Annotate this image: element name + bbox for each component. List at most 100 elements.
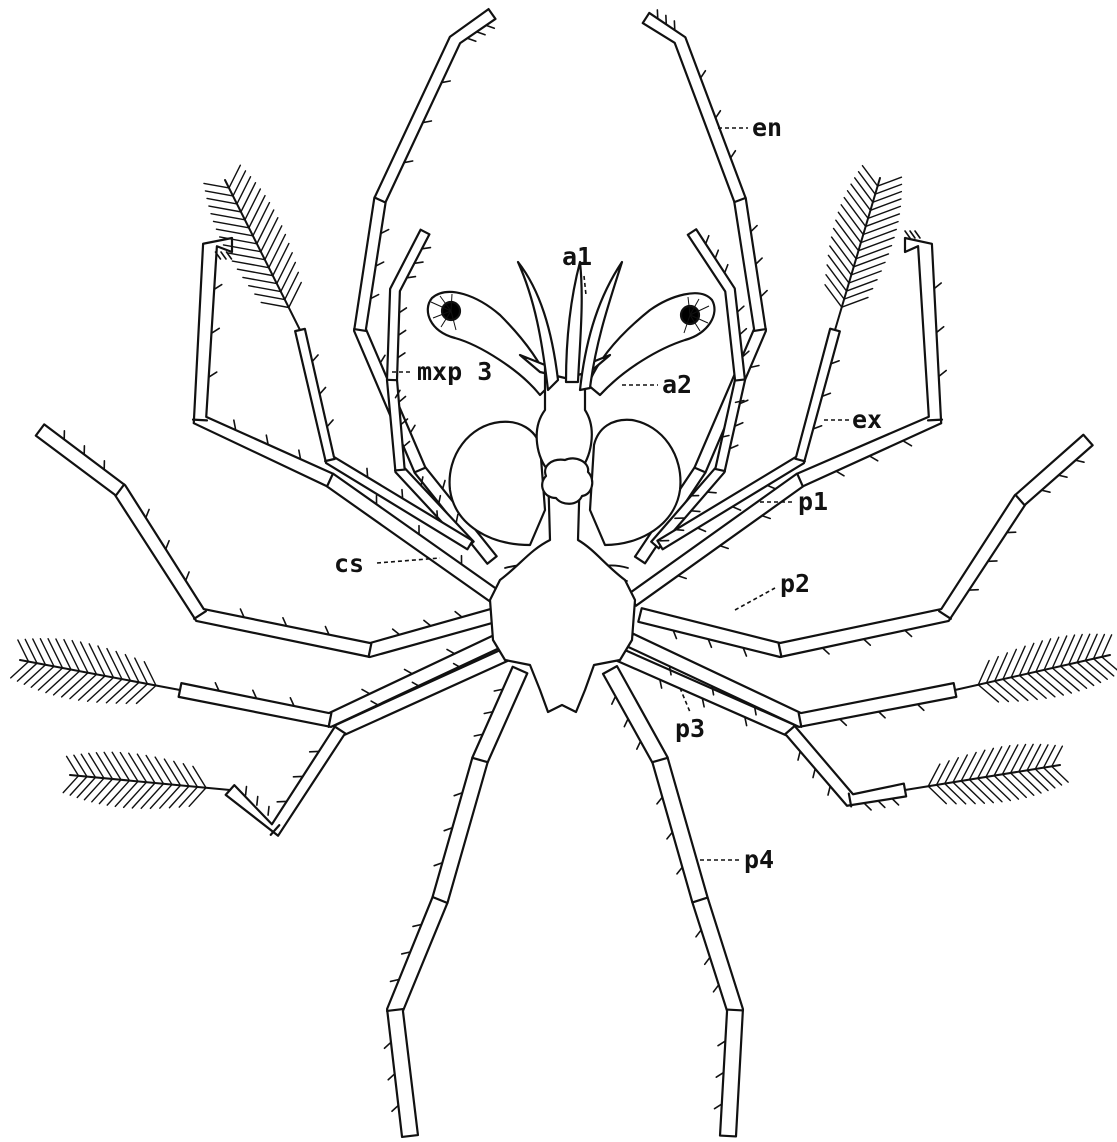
pereiopod2-right-spine (864, 639, 870, 645)
exopod-left-spine (402, 490, 403, 499)
lower-right-plume-seta (994, 746, 1010, 776)
p3-left-plume-seta (107, 649, 122, 680)
lower-right-plume-seta (978, 748, 994, 778)
exopod-left-plume-seta (273, 243, 289, 275)
mxp3-inner-left-joint-0 (395, 470, 405, 471)
pereiopod2-left-spine (186, 572, 189, 580)
pereiopod3-right-spine (840, 719, 846, 725)
p3-left-plume-seta (17, 663, 37, 681)
exopod-left-plume-seta (233, 171, 246, 196)
pereiopod4-right-spine (705, 957, 710, 964)
p3-left-plume-seta (89, 644, 105, 676)
lower-left-plume-seta (120, 753, 138, 782)
pereiopod1-right-spine (939, 370, 946, 375)
pereiopod1-right-spine (720, 546, 728, 549)
pereiopod2-left-spine (393, 629, 400, 634)
p3-left-plume-seta (125, 655, 139, 683)
pereiopod2-left-spine (146, 509, 149, 517)
label-a2: a2 (662, 370, 692, 399)
exopod-right-plume-seta (854, 254, 889, 267)
label-ex: ex (852, 405, 882, 434)
p3-left-plume-seta (46, 670, 71, 693)
pereiopod4-left-spine (384, 1042, 390, 1048)
p3-left-plume-seta (116, 682, 139, 703)
lower-left-plume-seta (174, 761, 189, 786)
exopod-left-plume-seta (257, 210, 274, 244)
exopod-left-plume-seta (237, 269, 272, 275)
exopod-right-plume-seta (825, 285, 842, 307)
exopod-left-plume-seta (214, 221, 249, 227)
p3-right-plume-seta (1003, 649, 1016, 679)
exopod-left-plume-seta (232, 261, 268, 268)
exopod-left-plume-seta (216, 229, 252, 236)
exopod-left-spine (327, 420, 333, 426)
mxp3-inner-left-spine (399, 396, 406, 402)
lower-left-plume-seta (81, 754, 95, 777)
p3-right-plume-seta (995, 681, 1018, 701)
lower-right-plume-seta (1011, 744, 1026, 772)
lower-right-plume-seta (1044, 768, 1062, 785)
lower-exopod-left-spine (268, 807, 269, 816)
pereiopod3-left-spine (447, 649, 455, 653)
lower-left-plume-seta (169, 786, 189, 808)
maxilliped3-endopod-right-spine (761, 291, 767, 297)
exopod-left-plume-seta (255, 294, 285, 299)
p3-left-plume-seta (38, 668, 62, 690)
lower-left-plume-seta (141, 784, 163, 809)
p3-left-plume-seta (81, 642, 97, 674)
pereiopod4-left-spine (388, 1074, 394, 1080)
p3-right-plume-seta (1052, 636, 1066, 668)
mxp3-inner-right-spine (740, 329, 746, 335)
pereiopod2-right-spine (823, 648, 829, 654)
lower-right-plume-seta (1035, 769, 1055, 788)
exopod-right-plume-seta (851, 184, 870, 210)
pereiopod1-right-spine (905, 231, 910, 238)
mxp3-inner-right-spine (691, 511, 700, 512)
pereiopod1-right-spine (837, 471, 844, 475)
maxilliped3-endopod-left-spine (411, 425, 415, 432)
p3-right-plume-seta (1102, 657, 1117, 673)
pereiopod1-right (628, 238, 941, 606)
pereiopod2-right-spine (1076, 460, 1084, 462)
exopod-left-plume-seta (204, 183, 229, 188)
lower-right-plume-seta (1035, 745, 1048, 769)
exopod-right-plume-seta (859, 172, 876, 194)
exopod-left-spine (437, 511, 438, 520)
lower-exopod-right-spine (892, 799, 898, 805)
lower-right-plume-seta (969, 780, 993, 803)
exopod-left-plume-seta (261, 218, 278, 252)
pereiopod1-left-joint-1 (193, 420, 207, 421)
pereiopod4-right-spine (657, 797, 662, 804)
lower-right-plume-seta (969, 750, 984, 779)
lower-left-plume-seta (193, 766, 206, 787)
lower-right-plume-seta (994, 776, 1018, 799)
pereiopod3-right-spine (879, 712, 885, 718)
lower-left-plume-seta (63, 776, 78, 793)
lower-right-plume-seta (1019, 772, 1041, 793)
maxilliped3-endopod-right-spine (716, 111, 721, 118)
pereiopod1-right-spine (937, 327, 944, 332)
p3-right-plume-seta (1085, 634, 1097, 660)
lower-left-plume-seta (160, 785, 181, 808)
p3-left-plume-seta (116, 651, 130, 680)
lower-left-plume-seta (189, 788, 206, 807)
pereiopod2-left-spine (166, 541, 169, 549)
lower-exopod-right-spine (798, 752, 800, 760)
lower-right-plume-seta (978, 778, 1002, 801)
label-p1: p1 (798, 487, 828, 516)
lower-left-plume-seta (124, 782, 147, 807)
pereiopod4-left-spine (392, 1105, 398, 1111)
exopod-right-plume-seta (863, 222, 898, 235)
p3-left-plume-seta (31, 666, 54, 687)
lower-right-plume-seta (1002, 745, 1017, 774)
pereiopod4-right-spine (637, 741, 641, 749)
maxilliped3-endopod-left-spine (477, 32, 485, 35)
pereiopod1-left-spine (214, 285, 221, 290)
maxilliped3-endopod-right-spine (731, 151, 736, 158)
p3-right-plume-seta (1085, 661, 1107, 680)
exopod-right-spine (733, 507, 741, 510)
lower-left-plume-seta (155, 757, 172, 784)
p3-right-plume-seta (1061, 666, 1087, 688)
lower-exopod-right-spine (865, 804, 871, 810)
exopod-left-spine (320, 387, 326, 393)
